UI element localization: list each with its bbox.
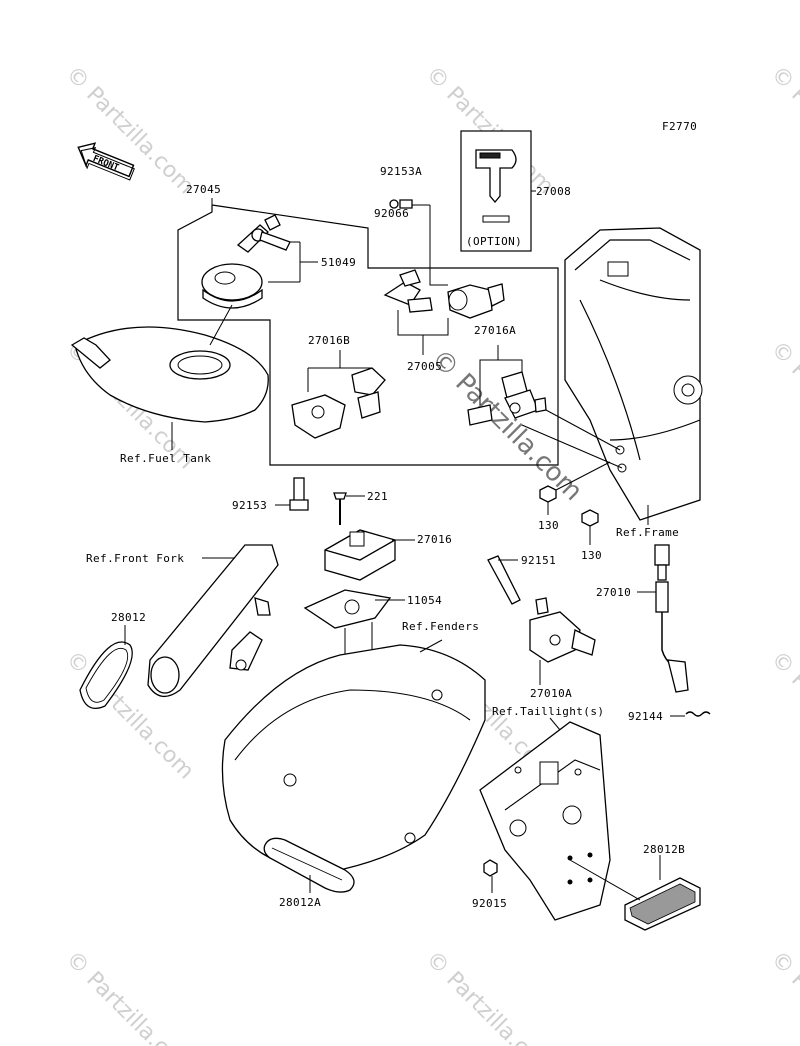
part-number-221: 221 bbox=[367, 490, 388, 503]
kit-bracket-27045 bbox=[177, 198, 559, 466]
part-number-130-a: 130 bbox=[538, 519, 559, 532]
part-number-28012: 28012 bbox=[111, 611, 146, 624]
rear-fender bbox=[221, 639, 486, 873]
part-number-92153a: 92153A bbox=[380, 165, 422, 178]
nut-92015 bbox=[483, 859, 498, 893]
ref-frame: Ref.Frame bbox=[616, 526, 679, 539]
watermark-text: © Partzilla.com bbox=[766, 647, 800, 785]
bracket-11054 bbox=[303, 589, 405, 665]
part-number-130-b: 130 bbox=[581, 549, 602, 562]
ref-fuel-tank: Ref.Fuel Tank bbox=[120, 452, 211, 465]
front-fork bbox=[147, 544, 279, 697]
watermark-text: © Partzilla.com bbox=[766, 947, 800, 1046]
fuel-tank bbox=[70, 326, 269, 423]
key-blank-icon bbox=[475, 149, 517, 204]
ref-front-fork: Ref.Front Fork bbox=[86, 552, 184, 565]
option-label: (OPTION) bbox=[466, 235, 522, 248]
part-number-11054: 11054 bbox=[407, 594, 442, 607]
taillight-bracket bbox=[479, 717, 611, 921]
diagram-code: F2770 bbox=[662, 120, 697, 133]
part-number-27016: 27016 bbox=[417, 533, 452, 546]
part-number-92066: 92066 bbox=[374, 207, 409, 220]
reflector-28012a bbox=[263, 837, 355, 893]
bolt-92153 bbox=[275, 477, 309, 511]
watermark-text: © Partzilla.com bbox=[421, 947, 559, 1046]
reflector-28012b bbox=[569, 855, 701, 931]
part-number-27008: 27008 bbox=[536, 185, 571, 198]
part-number-92153: 92153 bbox=[232, 499, 267, 512]
part-number-27010: 27010 bbox=[596, 586, 631, 599]
part-number-27016b: 27016B bbox=[308, 334, 350, 347]
watermark-text: © Partzilla.com bbox=[766, 337, 800, 475]
ignition-switch-27016b bbox=[291, 350, 386, 439]
part-number-92144: 92144 bbox=[628, 710, 663, 723]
part-number-27005: 27005 bbox=[407, 360, 442, 373]
bracket-27016a bbox=[467, 345, 547, 426]
frame bbox=[521, 227, 703, 521]
watermark-text: © Partzilla.com bbox=[61, 62, 199, 200]
part-number-51049: 51049 bbox=[321, 256, 356, 269]
ref-fenders: Ref.Fenders bbox=[402, 620, 479, 633]
reflector-28012 bbox=[79, 625, 133, 710]
watermark-text: © Partzilla.com bbox=[766, 62, 800, 200]
screw-92153a bbox=[389, 199, 413, 209]
part-number-28012b: 28012B bbox=[643, 843, 685, 856]
part-number-27010a: 27010A bbox=[530, 687, 572, 700]
fuel-cap-keys bbox=[236, 214, 318, 283]
fuel-cap bbox=[201, 263, 263, 346]
screw-221 bbox=[333, 492, 365, 525]
switch-27010a bbox=[529, 597, 596, 685]
ref-taillights: Ref.Taillight(s) bbox=[492, 705, 604, 718]
option-key-box: (OPTION) bbox=[460, 130, 532, 252]
switch-27016 bbox=[324, 529, 415, 581]
bolt-92151 bbox=[487, 555, 521, 605]
switch-27005 bbox=[383, 204, 505, 355]
part-number-28012a: 28012A bbox=[279, 896, 321, 909]
nut-130-b bbox=[581, 509, 599, 545]
nut-130-a bbox=[539, 461, 611, 515]
part-number-92015: 92015 bbox=[472, 897, 507, 910]
part-number-92151: 92151 bbox=[521, 554, 556, 567]
watermark-center: © Partzilla.com bbox=[425, 344, 588, 507]
part-number-27045: 27045 bbox=[186, 183, 221, 196]
part-number-27016a: 27016A bbox=[474, 324, 516, 337]
spring-92144 bbox=[670, 711, 711, 717]
switch-27010 bbox=[637, 544, 689, 693]
watermark-text: © Partzilla.com bbox=[61, 947, 199, 1046]
